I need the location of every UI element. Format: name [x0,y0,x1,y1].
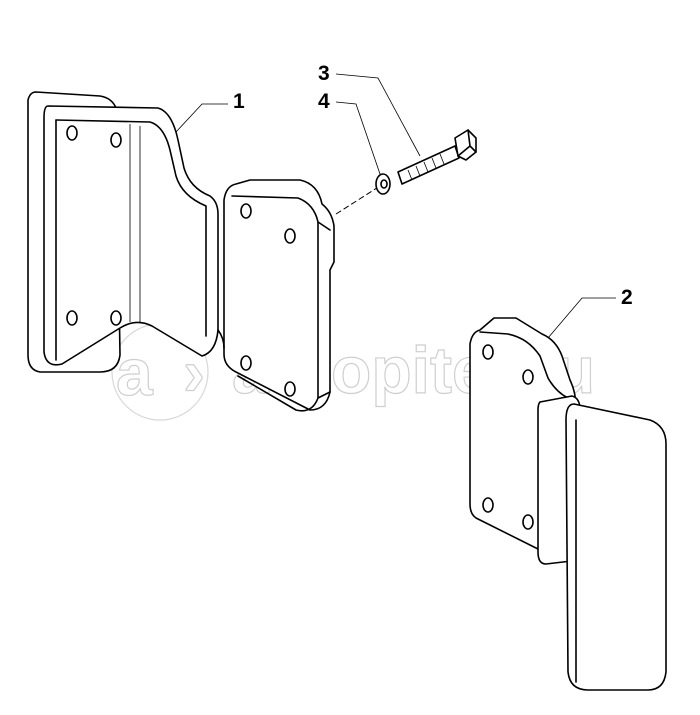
callout-3: 3 [318,62,421,157]
part-1-bracket [27,91,335,412]
part-3-bolt [397,129,477,185]
callout-label-4: 4 [318,90,330,113]
callout-4: 4 [318,90,381,175]
part-4-washer [375,173,391,195]
part-2-bracket [469,317,667,691]
callout-label-1: 1 [233,90,245,113]
callout-label-2: 2 [621,286,633,309]
assembly-axis [335,185,381,215]
callout-1: 1 [175,90,245,133]
callout-2: 2 [547,286,633,339]
callout-label-3: 3 [318,62,330,85]
svg-text:a: a [116,335,154,409]
